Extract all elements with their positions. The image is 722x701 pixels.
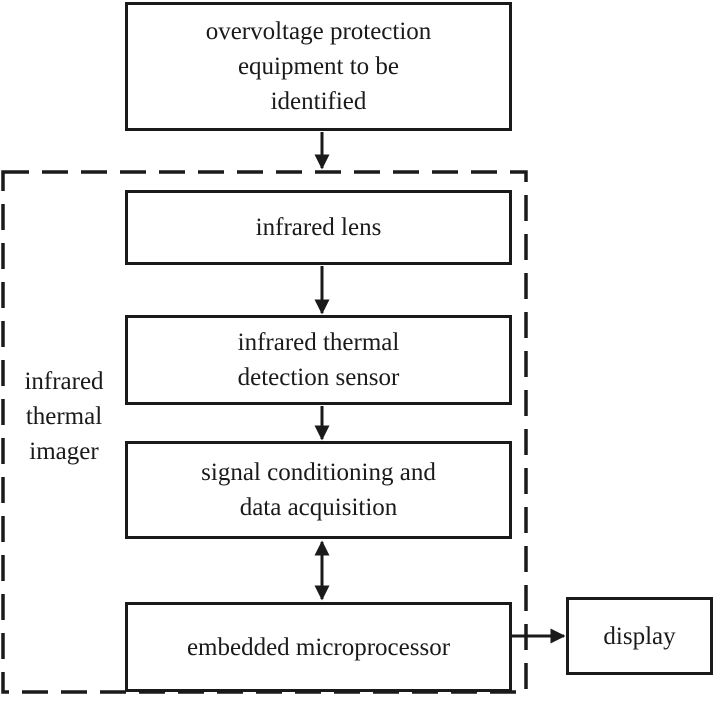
node-embedded-microprocessor: embedded microprocessor xyxy=(125,602,512,692)
node-label-line: infrared lens xyxy=(255,214,382,241)
node-label-line: identified xyxy=(270,88,367,115)
node-display: display xyxy=(566,597,713,675)
group-label-infrared-thermal-imager: infrared thermal imager xyxy=(14,364,114,469)
group-label-line: infrared xyxy=(24,368,104,395)
node-overvoltage-equipment: overvoltage protection equipment to be i… xyxy=(125,2,512,131)
group-label-line: imager xyxy=(29,438,99,465)
node-label-line: overvoltage protection xyxy=(205,18,432,45)
node-label-line: embedded microprocessor xyxy=(186,633,451,661)
node-label-line: infrared thermal xyxy=(237,329,400,356)
node-label-line: equipment to be xyxy=(237,53,400,80)
infrared-thermal-imager-boundary xyxy=(1,170,528,694)
node-label-line: display xyxy=(603,622,676,650)
node-label-line: signal conditioning and xyxy=(201,459,436,486)
node-label-line: detection sensor xyxy=(237,364,400,391)
node-infrared-lens: infrared lens xyxy=(125,190,512,265)
node-signal-conditioning: signal conditioning and data acquisition xyxy=(125,441,512,539)
group-label-line: thermal xyxy=(25,403,103,430)
node-thermal-detection-sensor: infrared thermal detection sensor xyxy=(125,315,512,405)
node-label-line: data acquisition xyxy=(239,494,398,521)
